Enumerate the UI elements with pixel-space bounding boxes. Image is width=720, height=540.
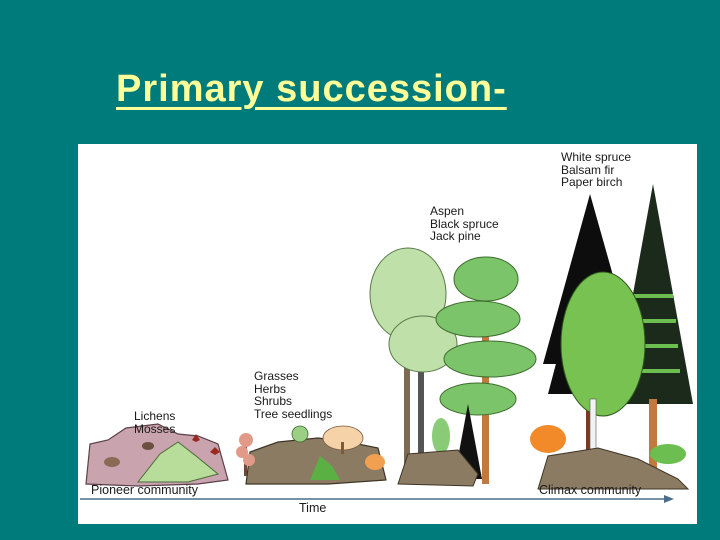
early-forest-species-label: Aspen Black spruce Jack pine: [430, 205, 499, 243]
pioneer-community-label: Pioneer community: [91, 483, 198, 497]
label-grasses: Grasses: [254, 369, 299, 383]
label-white-spruce: White spruce: [561, 150, 632, 164]
time-axis-arrow: [80, 495, 674, 503]
label-jack-pine: Jack pine: [430, 229, 481, 243]
succession-illustration: Lichens Mosses Grasses Herbs Shrubs Tree…: [78, 144, 697, 524]
slide-title: Primary succession-: [116, 68, 507, 110]
label-mosses: Mosses: [134, 421, 176, 436]
label-herbs: Herbs: [254, 381, 287, 396]
intermediate-species-label: Grasses Herbs Shrubs Tree seedlings: [254, 370, 332, 420]
label-shrubs: Shrubs: [254, 394, 293, 408]
succession-artwork: [80, 184, 693, 503]
time-axis-label: Time: [299, 501, 327, 515]
label-aspen: Aspen: [430, 204, 465, 218]
label-black-spruce: Black spruce: [430, 216, 499, 231]
label-lichens: Lichens: [134, 409, 176, 423]
label-paper-birch: Paper birch: [561, 175, 623, 189]
pioneer-species-label: Lichens Mosses: [134, 410, 175, 435]
shrub-stage-illustration: [236, 425, 387, 485]
early-forest-illustration: [369, 247, 537, 487]
climax-community-label: Climax community: [539, 483, 642, 497]
label-tree-seedlings: Tree seedlings: [254, 406, 333, 421]
label-balsam-fir: Balsam fir: [561, 162, 615, 177]
climax-forest-illustration: [530, 184, 693, 490]
climax-species-label: White spruce Balsam fir Paper birch: [561, 151, 631, 189]
pioneer-rock-illustration: [85, 423, 229, 487]
